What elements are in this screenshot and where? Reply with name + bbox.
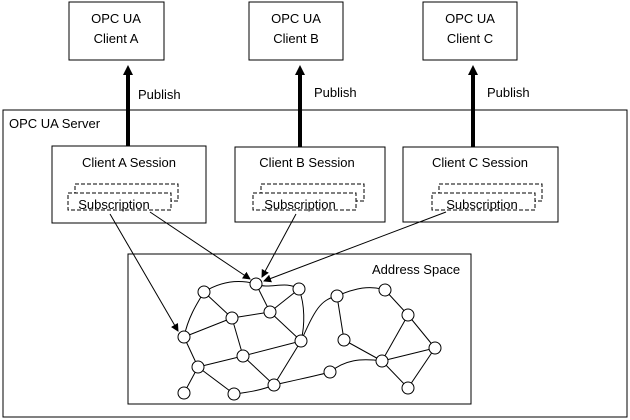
subscription-a-to-node-arrow [109,213,179,332]
graph-node [401,308,415,322]
client-c-box: OPC UA Client C [422,1,518,61]
publish-label-b: Publish [314,85,357,100]
graph-node [236,349,250,363]
client-a-line2: Client A [94,31,139,46]
graph-node [330,289,344,303]
graph-node [263,305,277,319]
graph-node [227,387,241,401]
subscription-c-to-root-arrow [263,211,447,283]
graph-node [225,311,239,325]
graph-node [197,285,211,299]
graph-node [375,354,389,368]
session-c-box: Client C Session Subscription [402,146,559,223]
session-c-label: Client C Session [432,155,528,170]
publish-label-a: Publish [138,87,181,102]
session-b-label: Client B Session [259,155,354,170]
graph-node [428,341,442,355]
graph-node [191,360,205,374]
client-c-line1: OPC UA [445,11,495,26]
graph-node [337,333,351,347]
session-a-subscription: Subscription [78,197,150,212]
graph-node [294,334,308,348]
session-a-label: Client A Session [82,155,176,170]
graph-node [267,378,281,392]
graph-node [249,277,263,291]
graph-node [378,283,392,297]
graph-node [177,330,191,344]
session-c-subscription: Subscription [446,197,518,212]
client-b-line1: OPC UA [271,11,321,26]
client-b-line2: Client B [273,31,319,46]
server-label: OPC UA Server [9,116,101,131]
address-space-graph-nodes [177,277,442,401]
publish-label-c: Publish [487,85,530,100]
graph-node [292,282,306,296]
address-space-label: Address Space [372,262,460,277]
subscription-b-to-root-arrow [261,213,297,278]
graph-node [401,381,415,395]
client-c-line2: Client C [447,31,493,46]
graph-node [177,386,191,400]
client-b-box: OPC UA Client B [248,1,344,61]
client-a-line1: OPC UA [91,11,141,26]
session-b-subscription: Subscription [264,197,336,212]
graph-node [323,365,337,379]
session-a-box: Client A Session Subscription [51,145,207,224]
session-b-box: Client B Session Subscription [234,146,386,223]
subscription-a-to-root-arrow [149,211,251,280]
client-a-box: OPC UA Client A [68,1,165,61]
